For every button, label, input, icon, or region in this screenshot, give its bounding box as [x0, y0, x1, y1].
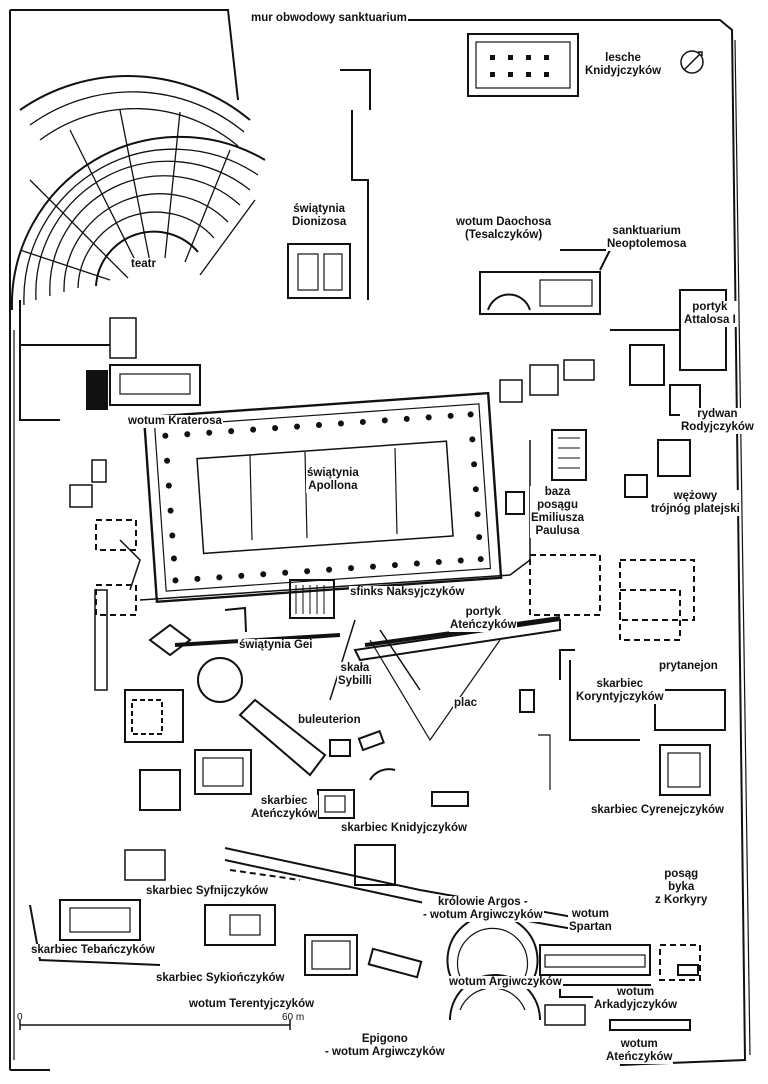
krateros-monument [19, 300, 201, 421]
label-treasury-knidians: skarbiec Knidyjczyków [340, 822, 468, 835]
label-temple-apollo: świątynia Apollona [306, 467, 360, 493]
prytaneion [654, 689, 726, 796]
label-sibyl-rock: skała Sybilli [337, 662, 373, 688]
label-treasury-sicyonians: skarbiec Sykiończyków [155, 972, 286, 985]
label-attalos: portyk Attalosa I [683, 301, 737, 327]
label-treasury-cyreneans: skarbiec Cyrenejczyków [590, 804, 725, 817]
treasury-sicyonians [304, 934, 423, 979]
scale-bar [19, 1020, 291, 1030]
label-theatre: teatr [130, 258, 157, 271]
aemilius-paulus-base [505, 429, 587, 515]
argive-kings-hemicycle [446, 914, 541, 1021]
label-bull-of-corcyra: posąg byka z Korkyry [654, 868, 709, 907]
label-krateros: wotum Kraterosa [127, 415, 223, 428]
sacred-way-south [224, 847, 601, 933]
label-argive-monument: wotum Argiwczyków [448, 976, 563, 989]
temple-dionysos [287, 69, 371, 300]
label-spartan-monument: wotum Spartan [568, 908, 613, 934]
east-buildings [95, 439, 695, 641]
daochos-monument [479, 249, 650, 315]
label-perimeter-wall: mur obwodowy sanktuarium [250, 12, 408, 25]
compass-rose-icon [680, 50, 704, 74]
label-temple-gaia: świątynia Gei [238, 639, 314, 652]
label-daochos: wotum Daochosa (Tesalczyków) [455, 216, 553, 242]
label-bouleuterion: buleuterion [297, 714, 362, 727]
label-athenian-monument: wotum Ateńczyków [605, 1038, 674, 1064]
treasury-knidians [317, 789, 469, 886]
spartan-monument [539, 944, 701, 981]
treasury-corinthians [519, 649, 640, 790]
scale-start: 0 [17, 1012, 23, 1023]
label-treasury-thebans: skarbiec Tebańczyków [30, 944, 156, 957]
label-treasury-siphnians: skarbiec Syfnijczyków [145, 885, 270, 898]
label-plaza: plac [453, 697, 479, 710]
label-epigoni: Epigono - wotum Argiwczyków [324, 1033, 446, 1059]
misc-structures [69, 317, 595, 1026]
lesche-building [467, 33, 579, 97]
label-aemilius-paulus: baza posągu Emiliusza Paulusa [530, 486, 586, 538]
temple-gaia [148, 606, 341, 703]
label-rydwan: rydwan Rodyjczyków [680, 408, 755, 434]
label-plataean-tripod: wężowy trójnóg platejski [650, 490, 741, 516]
label-terentine-monument: wotum Terentyjczyków [188, 998, 316, 1011]
treasury-athenians [124, 689, 252, 811]
label-temple-dionysos: świątynia Dionizosa [291, 203, 348, 229]
bouleuterion [238, 698, 396, 781]
treasury-thebans [29, 899, 161, 966]
label-treasury-athenians: skarbiec Ateńczyków [250, 795, 319, 821]
treasury-siphnians [204, 904, 276, 946]
label-lesche: lesche Knidyjczyków [584, 52, 663, 78]
label-arcadian-monument: wotum Arkadyjczyków [593, 986, 679, 1012]
theatre [10, 75, 266, 311]
scale-end: 60 m [282, 1012, 305, 1023]
label-treasury-corinthians: skarbiec Koryntyjczyków [575, 678, 665, 704]
label-argive-kings: królowie Argos - - wotum Argiwczyków [422, 896, 544, 922]
label-prytaneion: prytanejon [658, 660, 719, 673]
label-neoptolemos: sanktuarium Neoptolemosa [606, 225, 688, 251]
label-naxian-sphinx: sfinks Naksyjczyków [349, 586, 466, 599]
label-athenian-portico: portyk Ateńczyków [449, 606, 518, 632]
perimeter-wall [9, 9, 747, 1071]
